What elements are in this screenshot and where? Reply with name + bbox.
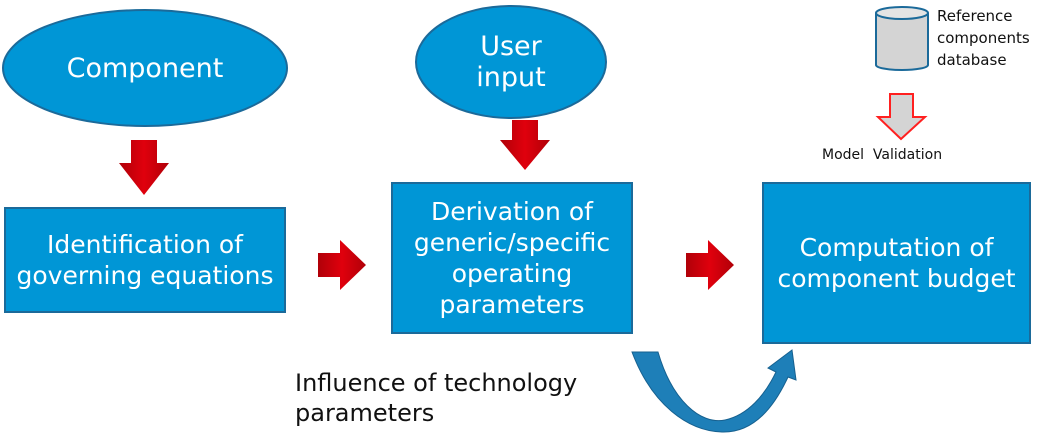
derivation-label: Derivation of generic/specific operating… [413, 197, 611, 319]
arrow-right-icon [686, 240, 734, 290]
user-input-label: User input [476, 31, 546, 93]
derivation-box [391, 182, 633, 334]
validation-arrow-icon [875, 93, 928, 141]
component-ellipse [2, 9, 288, 127]
model-validation-label: Model Validation [822, 147, 943, 163]
identification-box [4, 207, 286, 313]
computation-box [762, 182, 1031, 344]
influence-label: Influence of technology parameters [295, 369, 578, 427]
component-label: Component [66, 52, 224, 84]
identification-label: Identification of governing equations [16, 230, 274, 290]
database-label: Reference components database [937, 7, 1030, 69]
arrow-down-icon [119, 140, 169, 195]
database-icon [875, 6, 929, 71]
computation-label: Computation of component budget [777, 233, 1016, 293]
user-input-ellipse [415, 5, 607, 119]
arrow-right-icon [318, 240, 366, 290]
curved-arrow-icon [631, 349, 797, 433]
arrow-down-icon [500, 120, 550, 170]
